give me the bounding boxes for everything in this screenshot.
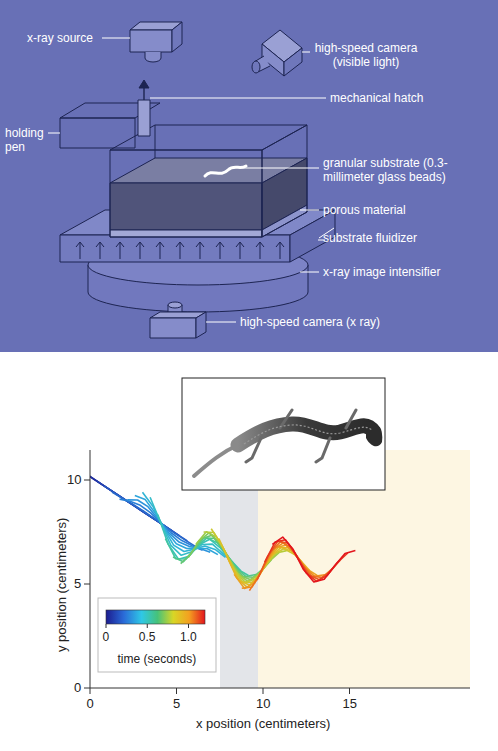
leader-lines	[300, 210, 319, 211]
body-outline	[272, 537, 355, 582]
leader-lines	[102, 38, 130, 39]
leader-lines	[206, 322, 236, 323]
part-label: high-speed camera (x ray)	[240, 315, 460, 329]
air-flow-arrows	[136, 242, 144, 259]
tank-back	[110, 125, 307, 237]
body-outline	[181, 535, 264, 577]
color-bar	[98, 598, 216, 672]
part-label: high-speed camera (visible light)	[308, 41, 424, 70]
color-bar	[106, 624, 189, 628]
body-outline	[142, 492, 225, 557]
leader-lines	[300, 272, 319, 273]
body-outline	[265, 540, 348, 581]
air-flow-arrows	[176, 242, 184, 259]
apparatus	[60, 22, 335, 338]
lizard-in-substrate	[205, 166, 246, 176]
x-ray-source	[130, 30, 172, 52]
tick-label: 10	[67, 472, 81, 488]
air-flow-arrows	[76, 242, 84, 259]
axes	[90, 688, 350, 694]
x-ray-source	[145, 52, 161, 62]
tick-label: 0	[103, 630, 110, 644]
air-flow-arrows	[216, 242, 224, 259]
body-outline	[188, 533, 271, 580]
air-flow-arrows	[76, 242, 284, 259]
leader-lines	[150, 98, 326, 99]
x-ray-camera	[196, 312, 206, 338]
substrate-fluidizer	[60, 235, 290, 262]
tank-walls	[110, 125, 307, 237]
part-label: granular substrate (0.3-millimeter glass…	[323, 156, 495, 185]
leader-lines	[48, 38, 334, 322]
x-ray-source	[130, 22, 182, 62]
color-bar	[98, 598, 216, 672]
axis-title: y position (centimeters)	[54, 518, 70, 652]
part-label: x-ray image intensifier	[323, 265, 495, 279]
lizard-head	[366, 422, 382, 447]
x-ray-camera	[150, 318, 196, 338]
x-ray-inset	[182, 378, 385, 490]
leader-lines	[302, 52, 310, 53]
tick-label: 5	[74, 576, 81, 592]
tick-label: 10	[256, 696, 270, 712]
tick-label: 1.0	[180, 630, 197, 644]
mechanical-hatch	[138, 80, 150, 136]
leader-lines	[240, 168, 319, 169]
lizard-legs	[246, 410, 356, 462]
leader-lines	[48, 133, 60, 134]
visible-camera	[284, 48, 302, 76]
color-bar	[106, 610, 205, 624]
panel-background	[0, 0, 498, 352]
air-flow-arrows	[276, 242, 284, 259]
x-ray-inset	[182, 378, 385, 490]
air-flow-arrows	[96, 242, 104, 259]
visible-camera	[252, 61, 260, 73]
mechanical-hatch	[139, 80, 149, 88]
body-outline	[173, 538, 256, 577]
part-label: porous material	[323, 203, 483, 217]
x-ray-source	[172, 22, 182, 52]
tick-label: 15	[343, 696, 357, 712]
part-label: holding pen	[5, 126, 49, 155]
porous-material	[110, 205, 307, 237]
part-label: mechanical hatch	[330, 91, 490, 105]
body-outline	[204, 532, 287, 582]
granular-substrate	[110, 158, 307, 230]
mechanical-hatch	[138, 100, 150, 136]
axes	[84, 480, 90, 688]
air-flow-arrows	[116, 242, 124, 259]
tank-walls	[110, 150, 262, 237]
axis-title: x position (centimeters)	[196, 716, 330, 732]
air-flow-arrows	[236, 242, 244, 259]
part-label: substrate fluidizer	[323, 231, 483, 245]
visible-camera	[252, 30, 302, 76]
tick-label: 0	[87, 696, 94, 712]
x-ray-camera	[168, 302, 182, 308]
lizard-spine	[244, 425, 372, 444]
tank-walls	[262, 125, 307, 237]
air-flow-arrows	[156, 242, 164, 259]
tick-label: 0.5	[139, 630, 156, 644]
tick-label: 0	[74, 680, 81, 696]
granular-substrate	[110, 183, 262, 230]
porous-material	[110, 230, 262, 237]
legend-title: time (seconds)	[118, 652, 197, 666]
tick-label: 5	[173, 696, 180, 712]
air-flow-arrows	[256, 242, 264, 259]
holding-pen	[60, 118, 135, 148]
part-label: x-ray source	[27, 31, 107, 45]
x-ray-camera	[150, 302, 206, 338]
air-flow-arrows	[196, 242, 204, 259]
